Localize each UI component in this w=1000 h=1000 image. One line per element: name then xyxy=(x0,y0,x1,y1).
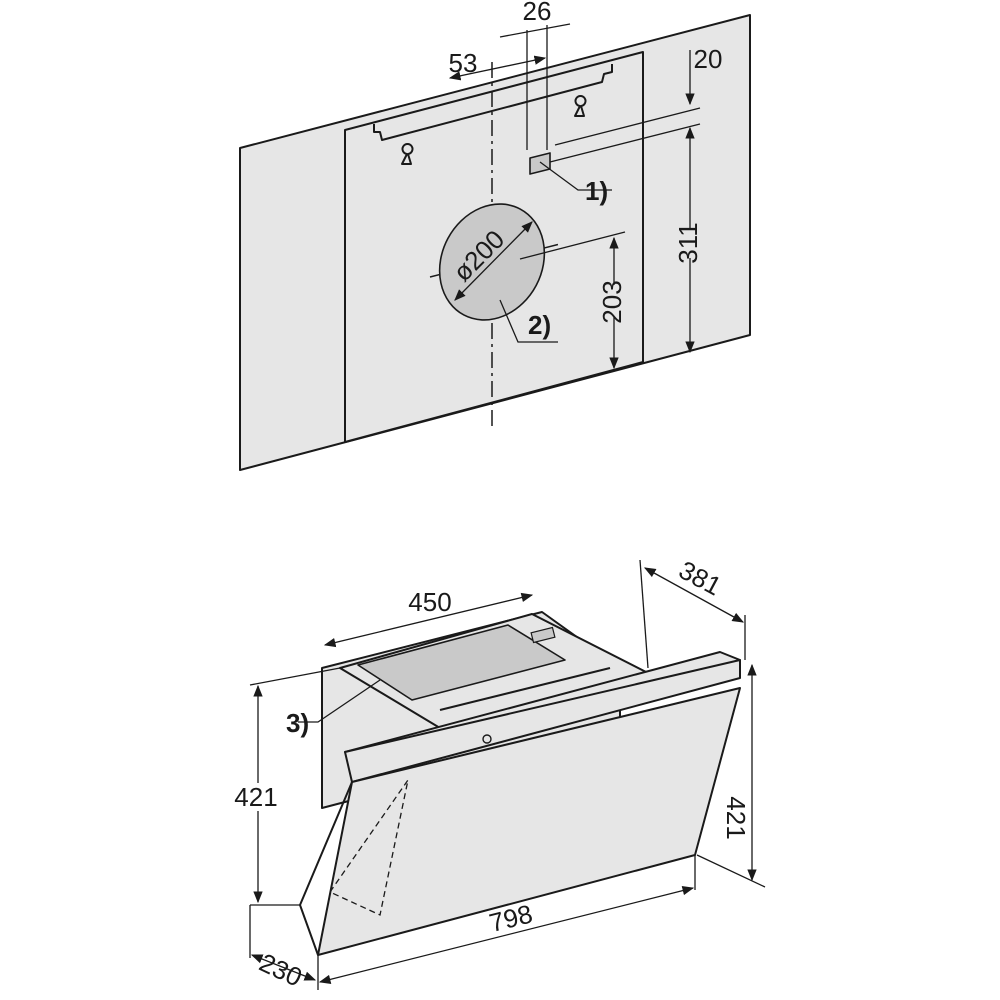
callout-3-label: 3) xyxy=(286,708,309,738)
ext-line-421-left-top xyxy=(249,667,341,686)
dim-203-label: 203 xyxy=(597,280,627,323)
dim-421-right-label: 421 xyxy=(721,796,751,839)
dim-203-label-bg xyxy=(595,285,633,317)
ext-line-bracket xyxy=(549,123,701,163)
wall-mounting-view: ø200 26 53 20 311 203 1) 2) xyxy=(239,0,751,471)
ext-line-421-right-bottom xyxy=(696,854,766,888)
dim-311-label-bg xyxy=(671,228,709,258)
dim-20-label: 20 xyxy=(694,44,723,74)
power-button-icon xyxy=(482,734,492,744)
dim-53-line xyxy=(448,55,547,81)
ext-line-duct xyxy=(519,231,626,260)
dim-53-label: 53 xyxy=(449,48,478,78)
hood-dimensions-view: 450 381 421 421 798 230 3) xyxy=(228,555,766,993)
callout-1-label: 1) xyxy=(585,176,608,206)
callout-1-leader xyxy=(539,161,612,191)
dim-311-label: 311 xyxy=(673,222,703,263)
dim-381-label: 381 xyxy=(674,555,726,602)
callout-2-leader xyxy=(499,299,558,343)
ext-line-381-left xyxy=(639,559,649,669)
callout-2-label: 2) xyxy=(528,310,551,340)
dim-230-line xyxy=(250,954,317,981)
dim-230-label: 230 xyxy=(255,947,307,993)
keyhole-right xyxy=(574,95,587,117)
mounting-rail xyxy=(373,64,613,141)
duct-diameter-line xyxy=(454,221,533,301)
ext-line-top xyxy=(554,107,701,146)
callout-3-leader xyxy=(298,679,381,723)
dim-798-line xyxy=(318,886,695,984)
dim-421-left-label: 421 xyxy=(234,782,277,812)
dim-450-line xyxy=(323,592,534,648)
dim-26-line xyxy=(499,23,571,38)
dim-421-left-label-bg xyxy=(228,783,274,811)
filter-slot xyxy=(439,667,611,711)
dim-26-label: 26 xyxy=(523,0,552,26)
keyhole-left xyxy=(401,143,414,165)
hood-front-top-band xyxy=(344,659,741,783)
dim-450-label: 450 xyxy=(408,587,451,617)
dim-381-line xyxy=(643,567,745,623)
